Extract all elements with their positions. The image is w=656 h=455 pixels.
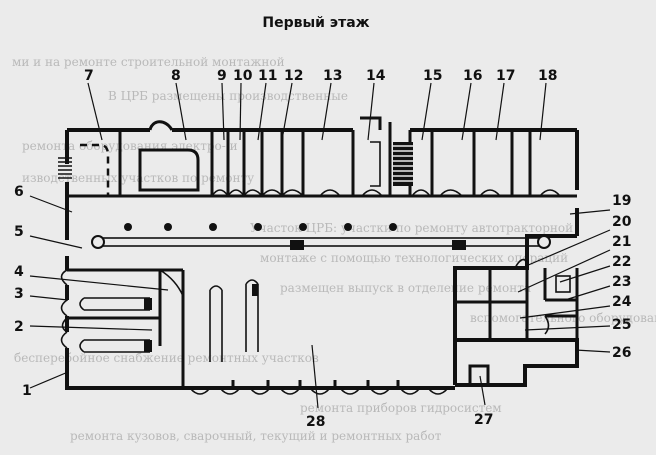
background-text-line: ремонта оборудования электро- и bbox=[22, 139, 238, 153]
room-label-23: 23 bbox=[612, 274, 631, 290]
background-text-line: ми и на ремонте строительной монтажной bbox=[12, 55, 285, 69]
background-text-line: вспомогательного оборудования bbox=[470, 311, 656, 325]
room-label-18: 18 bbox=[538, 68, 557, 84]
room-label-24: 24 bbox=[612, 294, 632, 310]
diagram-title: Первый этаж bbox=[262, 15, 369, 31]
right-rooms bbox=[455, 258, 579, 387]
room-label-28: 28 bbox=[306, 414, 325, 430]
room-label-16: 16 bbox=[463, 68, 482, 84]
room-labels: 1 2 3 4 5 6 7 8 9 10 11 12 13 14 15 16 1… bbox=[14, 68, 632, 430]
room-label-6: 6 bbox=[14, 184, 24, 200]
room-label-11: 11 bbox=[258, 68, 277, 84]
background-text: ми и на ремонте строительной монтажной В… bbox=[12, 55, 656, 443]
room-label-5: 5 bbox=[14, 224, 24, 240]
background-text-line: изводственных участков по ремонту bbox=[22, 171, 254, 185]
room-label-15: 15 bbox=[423, 68, 442, 84]
room-label-4: 4 bbox=[14, 264, 24, 280]
central-corridor bbox=[91, 223, 551, 250]
stair-left bbox=[58, 157, 72, 179]
background-text-line: ремонта кузовов, сварочный, текущий и ре… bbox=[70, 429, 442, 443]
background-text-line: монтаже с помощью технологических операц… bbox=[260, 251, 568, 265]
stair-central bbox=[370, 141, 413, 187]
room-label-19: 19 bbox=[612, 193, 631, 209]
room-label-20: 20 bbox=[612, 214, 632, 230]
lower-left-rooms bbox=[60, 268, 185, 388]
room-label-10: 10 bbox=[233, 68, 253, 84]
room-label-2: 2 bbox=[14, 319, 24, 335]
room-label-25: 25 bbox=[612, 317, 631, 333]
room-label-17: 17 bbox=[496, 68, 515, 84]
background-text-line: бесперебойное снабжение ремонтных участк… bbox=[14, 351, 319, 365]
room-label-3: 3 bbox=[14, 286, 24, 302]
room-label-27: 27 bbox=[474, 412, 493, 428]
room-label-14: 14 bbox=[366, 68, 386, 84]
leader-lines bbox=[29, 82, 611, 409]
room-label-12: 12 bbox=[284, 68, 303, 84]
background-text-line: В ЦРБ размещены производственные bbox=[108, 89, 348, 103]
room-label-13: 13 bbox=[323, 68, 342, 84]
room-label-22: 22 bbox=[612, 254, 631, 270]
room-label-21: 21 bbox=[612, 234, 631, 250]
upper-rooms bbox=[58, 116, 577, 198]
room-label-26: 26 bbox=[612, 345, 631, 361]
main-hall bbox=[189, 279, 449, 395]
background-text-line: Участок ЦРБ: участки по ремонту автотрак… bbox=[250, 221, 573, 235]
background-text-line: ремонта приборов гидросистем bbox=[300, 401, 502, 415]
room-label-8: 8 bbox=[171, 68, 181, 84]
room-label-7: 7 bbox=[84, 68, 94, 84]
room-label-9: 9 bbox=[217, 68, 227, 84]
room-label-1: 1 bbox=[22, 383, 32, 399]
background-text-line: размещен выпуск в отделение ремонта bbox=[280, 281, 531, 295]
